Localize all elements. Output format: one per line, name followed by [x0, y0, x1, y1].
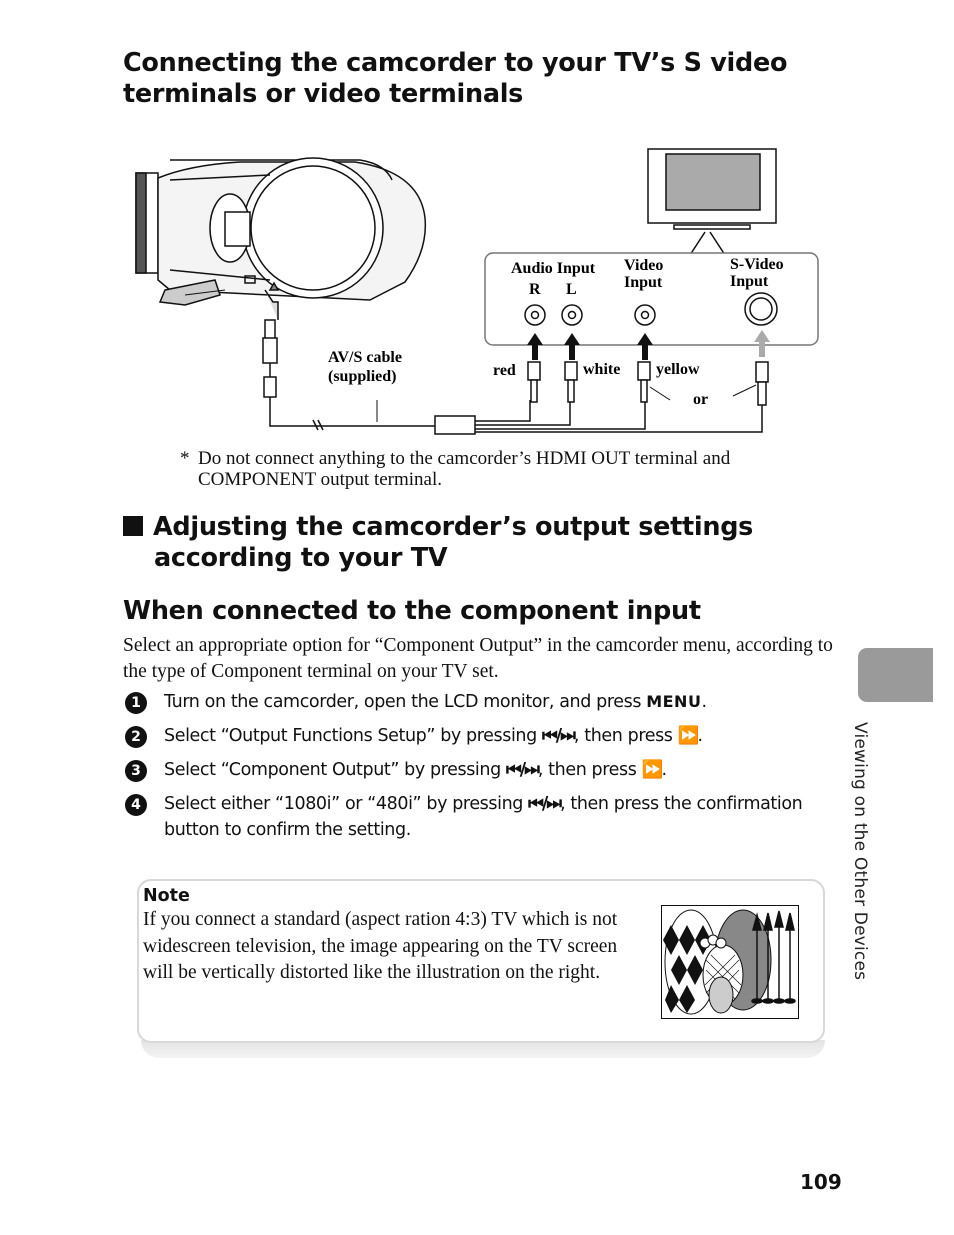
step-text: Turn on the camcorder, open the LCD moni…	[164, 692, 647, 712]
skip-buttons-icon: ⏮/⏭	[505, 760, 540, 780]
label-svideo-input-2: Input	[730, 273, 769, 290]
step-number: 4	[125, 794, 147, 816]
menu-button-label: MENU	[646, 692, 702, 711]
step-text: Select either “1080i” or “480i” by press…	[164, 794, 529, 814]
camcorder-illustration	[135, 157, 427, 306]
distorted-image-illustration	[661, 905, 799, 1019]
av-s-cable	[262, 281, 763, 435]
step-number: 3	[125, 760, 147, 782]
label-cable-2: (supplied)	[328, 368, 396, 385]
label-yellow: yellow	[656, 361, 700, 378]
chapter-tab	[858, 648, 933, 702]
label-l: L	[566, 281, 577, 298]
step-text-middle: , then press	[537, 760, 642, 780]
note-title: Note	[143, 886, 190, 906]
subsection-heading-line-2: according to your TV	[154, 543, 448, 573]
input-jacks	[524, 292, 778, 326]
label-svideo-input-1: S-Video	[730, 256, 784, 273]
step-text-end: .	[661, 760, 667, 780]
footnote-text: Do not connect anything to the camcorder…	[198, 448, 731, 490]
heading-line-2: terminals or video terminals	[123, 79, 524, 109]
label-video-input-2: Input	[624, 274, 663, 291]
note-box-shadow	[141, 1040, 825, 1058]
tv-illustration	[647, 148, 777, 256]
connection-arrows	[527, 330, 770, 360]
step-text-end: .	[701, 692, 707, 712]
section-heading: Connecting the camcorder to your TV’s S …	[123, 48, 823, 110]
step-text: Select “Component Output” by pressing	[164, 760, 506, 780]
fast-forward-icon: ⏩	[677, 726, 700, 746]
component-input-heading: When connected to the component input	[123, 596, 701, 626]
skip-buttons-icon: ⏮/⏭	[528, 794, 562, 814]
step-text: Select “Output Functions Setup” by press…	[164, 726, 542, 746]
connection-diagram: Audio Input R L Video Input S-Video Inpu…	[135, 148, 819, 435]
page-number: 109	[800, 1170, 842, 1194]
label-or: or	[693, 391, 708, 408]
note-text: If you connect a standard (aspect ration…	[143, 909, 618, 983]
label-audio-input: Audio Input	[511, 260, 596, 277]
subsection-heading-line-1: Adjusting the camcorder’s output setting…	[153, 512, 754, 542]
square-bullet-icon	[123, 516, 143, 536]
skip-buttons-icon: ⏮/⏭	[542, 726, 576, 746]
label-r: R	[529, 281, 541, 298]
step-text-end: , then press the confirmation button to …	[164, 794, 803, 840]
footnote-marker: *	[180, 448, 190, 469]
step-number: 1	[125, 692, 147, 714]
heading-line-1: Connecting the camcorder to your TV’s S …	[123, 48, 788, 78]
chapter-side-label: Viewing on the Other Devices	[850, 722, 870, 981]
step-number: 2	[125, 726, 147, 748]
subsection-heading: Adjusting the camcorder’s output setting…	[123, 512, 823, 574]
label-video-input-1: Video	[624, 257, 663, 274]
step-text-middle: , then press	[573, 726, 678, 746]
fast-forward-icon: ⏩	[641, 760, 664, 780]
rca-plugs	[527, 361, 769, 406]
component-input-intro: Select an appropriate option for “Compon…	[123, 635, 833, 682]
label-cable-1: AV/S cable	[328, 349, 402, 366]
label-red: red	[493, 362, 516, 379]
step-text-end: .	[697, 726, 704, 746]
label-white: white	[583, 361, 620, 378]
